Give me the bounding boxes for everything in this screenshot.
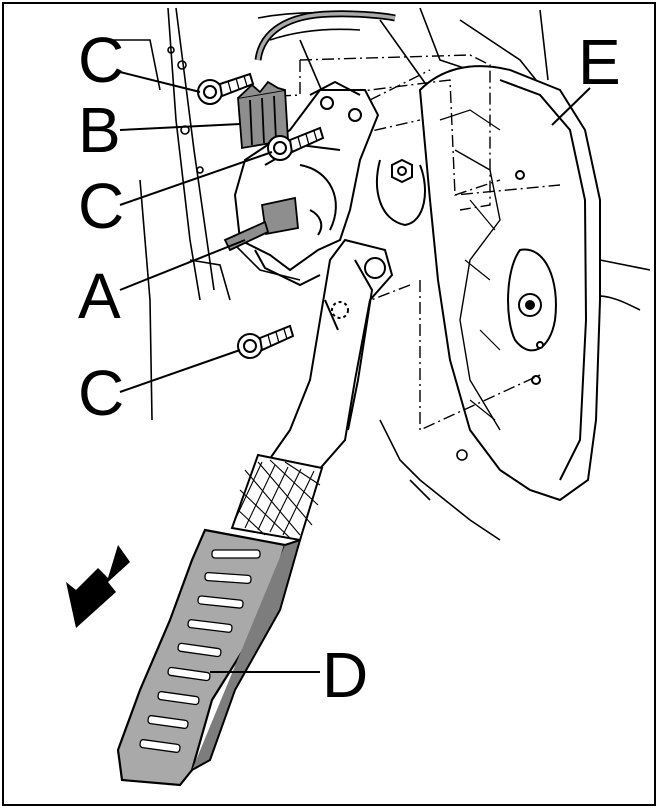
callout-e: E [578, 26, 621, 98]
bolt-icon [237, 324, 295, 359]
pedal-arm [253, 238, 394, 522]
pedal-d [116, 528, 302, 787]
callout-d: D [322, 639, 368, 711]
pedal-pad-upper [230, 453, 324, 542]
leader-lines [119, 71, 591, 673]
callout-c-middle: C [78, 170, 124, 242]
callout-c-top: C [78, 24, 124, 96]
press-direction-arrow-icon [66, 545, 130, 628]
callout-b: B [78, 94, 121, 166]
alignment-lines [239, 54, 561, 432]
callout-a: A [78, 260, 121, 332]
connector-b [237, 80, 289, 150]
bracket-nut [376, 158, 426, 227]
bolt-icon [197, 72, 255, 105]
bolt-icon [267, 126, 325, 161]
callout-c-bottom: C [78, 357, 124, 429]
